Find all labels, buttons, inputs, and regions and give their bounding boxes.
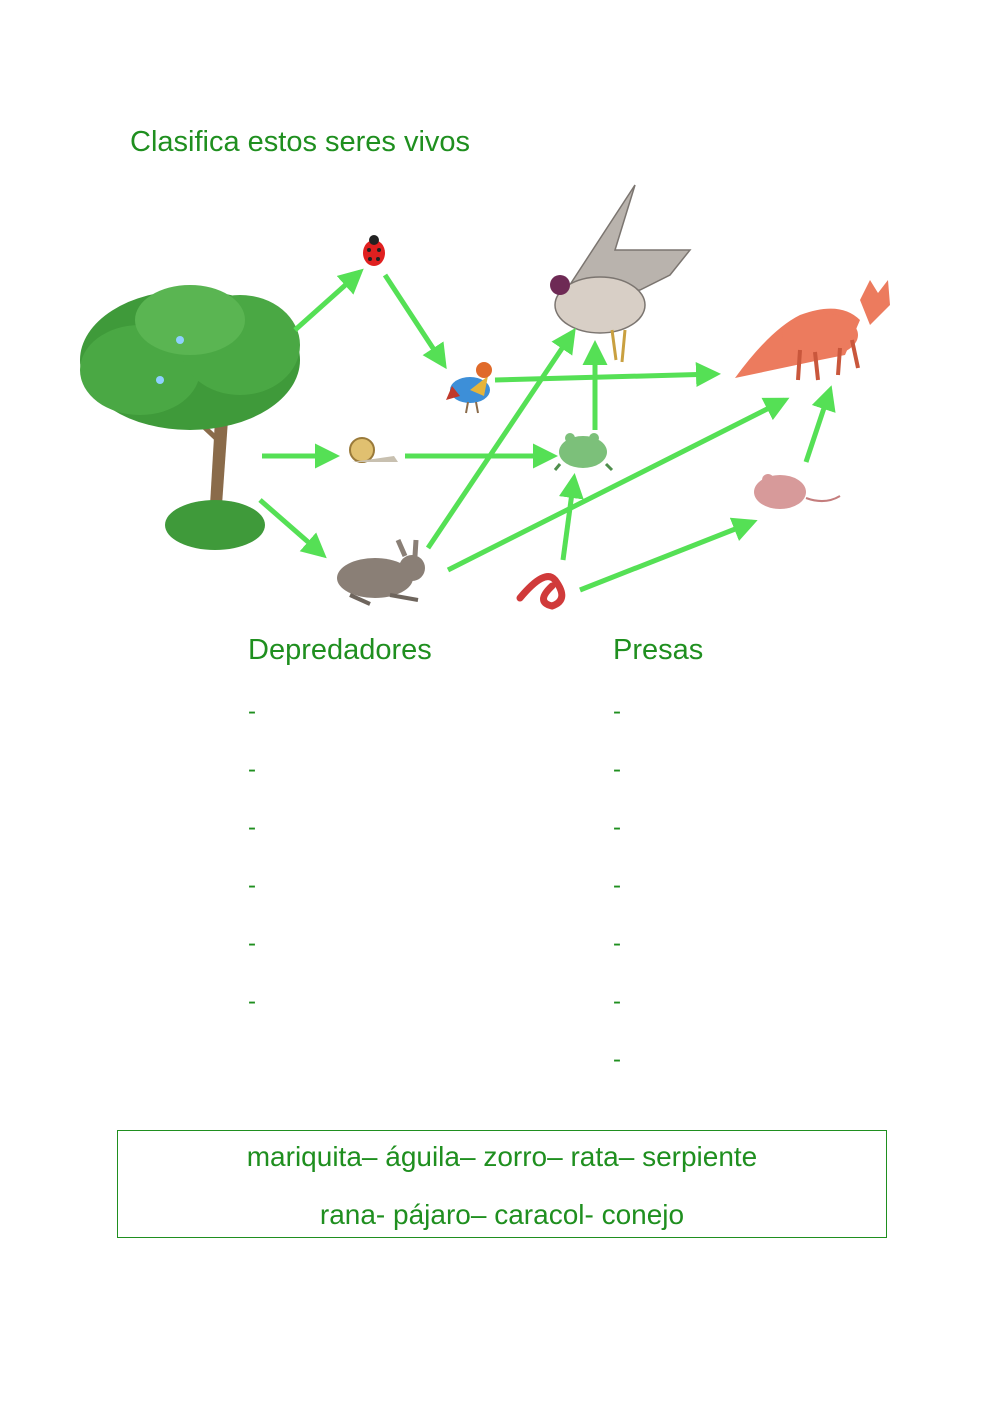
ladybug-illustration: [363, 235, 385, 266]
predator-blank[interactable]: -: [248, 872, 256, 899]
bird-illustration: [446, 362, 492, 414]
fox-illustration: [735, 280, 890, 381]
rabbit-illustration: [337, 538, 425, 606]
prey-blank[interactable]: -: [613, 930, 621, 957]
word-bank-line-2: rana- pájaro– caracol- conejo: [319, 1199, 685, 1230]
prey-blank[interactable]: -: [613, 698, 621, 725]
food-web-diagram: [80, 184, 890, 610]
arrow-tree-rabbit: [258, 498, 327, 559]
prey-blank[interactable]: -: [613, 1046, 621, 1073]
arrow-worm-mouse: [579, 517, 758, 593]
arrow-rabbit-fox: [446, 397, 790, 573]
eagle-illustration: [550, 184, 692, 363]
food-web-arrows: [258, 268, 836, 593]
arrow-tree-ladybug: [293, 268, 364, 332]
worm-illustration: [516, 573, 566, 610]
prey-heading: Presas: [613, 634, 704, 666]
arrow-mouse-fox: [803, 385, 836, 463]
arrow-worm-frog: [558, 473, 584, 561]
prey-blank[interactable]: -: [613, 756, 621, 783]
predator-blank[interactable]: -: [248, 814, 256, 841]
predator-blank[interactable]: -: [248, 756, 256, 783]
tree-illustration: [80, 285, 300, 550]
arrow-bird-fox: [494, 362, 721, 388]
word-bank-line-1: mariquita– águila– zorro– rata– serpient…: [246, 1141, 758, 1172]
worksheet-title: Clasifica estos seres vivos: [130, 126, 471, 158]
snail-illustration: [349, 437, 398, 463]
predator-blank[interactable]: -: [248, 988, 256, 1015]
frog-illustration: [553, 433, 614, 472]
predators-heading: Depredadores: [248, 634, 432, 666]
prey-blank[interactable]: -: [613, 872, 621, 899]
arrow-ladybug-bird: [382, 273, 447, 370]
predator-blank[interactable]: -: [248, 698, 256, 725]
arrow-rabbit-eagle: [425, 327, 576, 550]
prey-blank[interactable]: -: [613, 814, 621, 841]
predator-blank[interactable]: -: [248, 930, 256, 957]
word-bank-box: mariquita– águila– zorro– rata– serpient…: [117, 1130, 887, 1238]
mouse-illustration: [754, 474, 841, 509]
prey-blank[interactable]: -: [613, 988, 621, 1015]
